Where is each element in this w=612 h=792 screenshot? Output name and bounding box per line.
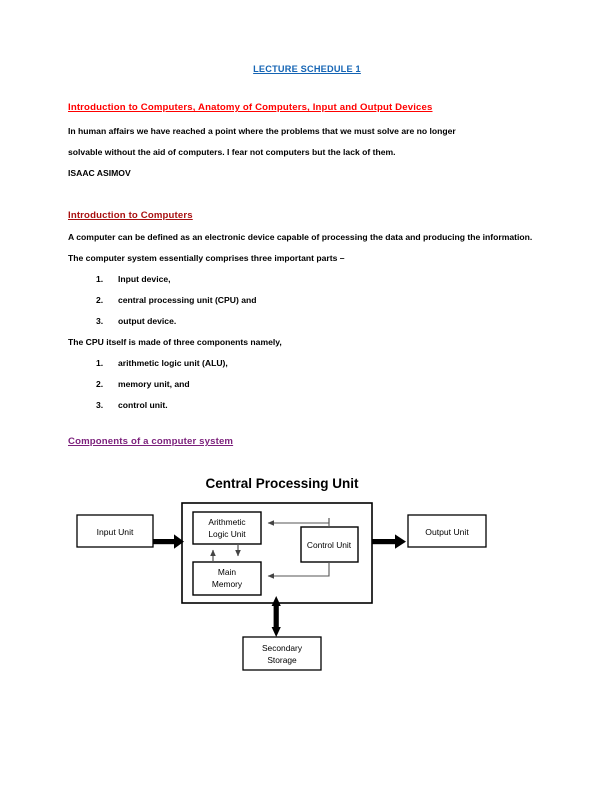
output-unit-box xyxy=(407,514,487,548)
arrow-cpu-to-output xyxy=(372,534,406,549)
secondary-storage-box xyxy=(242,636,322,671)
arrow-control-to-alu xyxy=(267,518,330,526)
list-item: Input device, xyxy=(96,269,171,290)
cpu-lead-text: The CPU itself is made of three componen… xyxy=(68,337,282,347)
alu-label-line-1: Arithmetic xyxy=(208,517,245,527)
quote-attribution: ISAAC ASIMOV xyxy=(68,168,131,178)
arrow-cpu-to-secondary-storage xyxy=(271,596,281,637)
spacer xyxy=(68,416,546,436)
list-item: output device. xyxy=(96,311,177,332)
cpu-components-list: arithmetic logic unit (ALU), memory unit… xyxy=(68,353,546,416)
computer-architecture-diagram: Central Processing Unit Input Unit Arith… xyxy=(68,470,528,680)
definition-paragraph: A computer can be defined as an electron… xyxy=(68,232,533,242)
page-title: LECTURE SCHEDULE 1 xyxy=(253,64,361,74)
spacer xyxy=(68,184,546,210)
alu-box xyxy=(192,511,262,545)
list-item: central processing unit (CPU) and xyxy=(96,290,257,311)
input-unit-box xyxy=(76,514,154,548)
document-body: LECTURE SCHEDULE 1 Introduction to Compu… xyxy=(68,64,546,447)
computer-parts-list: Input device, central processing unit (C… xyxy=(68,269,546,332)
secondary-storage-label-line-1: Secondary xyxy=(262,643,303,653)
arrow-control-to-memory xyxy=(267,571,330,579)
section-heading: Introduction to Computers, Anatomy of Co… xyxy=(68,102,433,113)
parts-lead-text: The computer system essentially comprise… xyxy=(68,253,345,263)
output-unit-label: Output Unit xyxy=(425,527,469,537)
secondary-storage-label-line-2: Storage xyxy=(267,655,297,665)
diagram-title: Central Processing Unit xyxy=(205,476,359,491)
input-unit-label: Input Unit xyxy=(97,527,134,537)
subheading-components-of-a-computer-system: Components of a computer system xyxy=(68,436,234,447)
quote-line-2: solvable without the aid of computers. I… xyxy=(68,147,396,157)
main-memory-label-line-2: Memory xyxy=(212,579,243,589)
list-item: arithmetic logic unit (ALU), xyxy=(96,353,228,374)
alu-label-line-2: Logic Unit xyxy=(208,529,246,539)
quote-line-1: In human affairs we have reached a point… xyxy=(68,126,456,136)
main-memory-label-line-1: Main xyxy=(218,567,236,577)
list-item: memory unit, and xyxy=(96,374,190,395)
subheading-introduction-to-computers: Introduction to Computers xyxy=(68,210,193,221)
arrow-input-to-cpu xyxy=(153,534,184,549)
control-unit-label: Control Unit xyxy=(307,540,352,550)
list-item: control unit. xyxy=(96,395,168,416)
main-memory-box xyxy=(192,561,262,596)
